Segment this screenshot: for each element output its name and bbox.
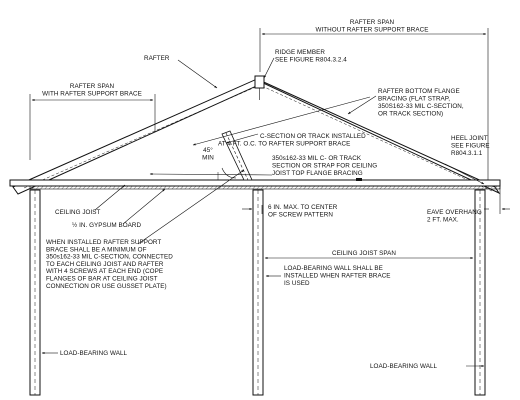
rafter-label: RAFTER (144, 55, 170, 62)
angle-label: 45°MIN (202, 146, 214, 162)
angle-arc (221, 167, 237, 179)
ceiling-assembly (9, 178, 501, 190)
rafters (12, 75, 501, 195)
load-bearing-wall-left-label: LOAD-BEARING WALL (60, 350, 128, 357)
joist-bracing-strap (356, 178, 362, 181)
load-bearing-wall-right-label: LOAD-BEARING WALL (370, 363, 438, 370)
leader-lines (41, 57, 485, 368)
gypsum-board (29, 185, 501, 190)
ceiling-joist-span-label: CEILING JOIST SPAN (332, 250, 396, 257)
walls (29, 189, 486, 396)
ridge-member (254, 75, 265, 89)
dimension-lines (29, 28, 510, 260)
ceiling-joist-label: CEILING JOIST (55, 209, 101, 216)
gypsum-board-label: ½ IN. GYPSUM BOARD (72, 221, 142, 229)
ceiling-joist (9, 179, 501, 187)
rafter-support-brace (221, 130, 253, 181)
